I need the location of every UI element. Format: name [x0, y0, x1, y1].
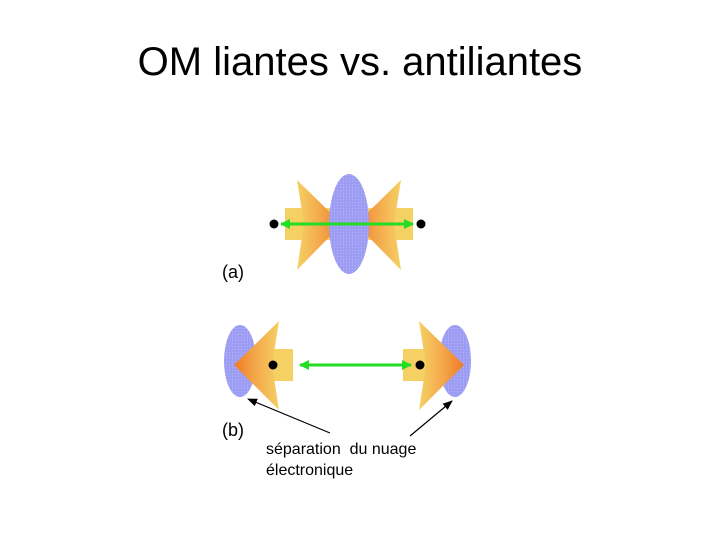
- p-lobe-left-atom-b: [234, 321, 279, 410]
- panel-label-a: (a): [222, 262, 244, 282]
- caption: séparation du nuage électronique: [266, 439, 486, 481]
- pointer-line-right: [409, 400, 453, 437]
- nucleus-right-a: [416, 219, 426, 229]
- bonding-orbital: [269, 174, 426, 274]
- panel-label-b: (b): [222, 420, 244, 440]
- antibonding-orbital: [224, 321, 471, 410]
- slide-title: OM liantes vs. antiliantes: [137, 40, 583, 84]
- nucleus-right-b: [415, 360, 425, 370]
- nucleus-left-b: [268, 360, 278, 370]
- caption-line-2: électronique: [266, 462, 354, 479]
- pointer-line-left: [247, 398, 331, 434]
- p-lobe-right-atom-b: [419, 321, 464, 410]
- caption-line-1: séparation du nuage: [266, 441, 417, 458]
- nucleus-left-a: [269, 219, 279, 229]
